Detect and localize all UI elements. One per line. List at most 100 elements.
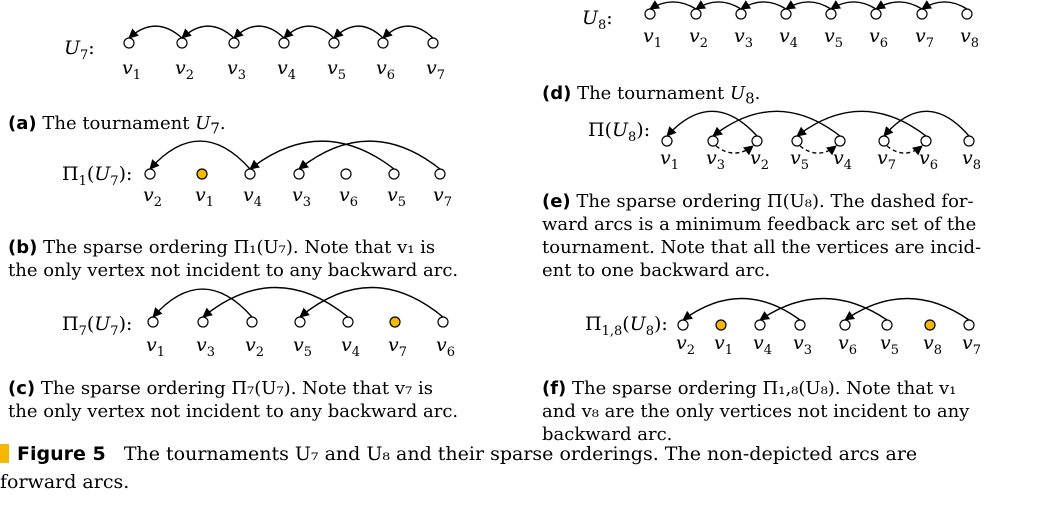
vertex-c-v7: [389, 316, 401, 328]
vertex-label-f-6: v8: [923, 332, 942, 358]
caption-d-sub: 8: [745, 89, 755, 108]
arc-e-2: [796, 110, 927, 137]
vertex-label-d-0: v1: [643, 25, 662, 51]
caption-a-math: U: [195, 113, 211, 134]
vertex-c-v5: [294, 316, 306, 328]
figure-caption: Figure 5 The tournaments U₇ and U₈ and t…: [0, 440, 1052, 496]
vertex-e-v1: [661, 135, 673, 147]
vertex-label-f-4: v6: [838, 332, 857, 358]
vertex-label-a-0: v1: [122, 57, 141, 83]
vertex-b-v3: [293, 168, 305, 180]
vertex-label-d-2: v3: [734, 25, 753, 51]
caption-d-math: U: [729, 83, 746, 104]
arc-a-2: [233, 25, 285, 39]
arc-c-2: [299, 286, 444, 318]
caption-e-line-2: ward arcs is a minimum feedback arc set …: [542, 214, 977, 235]
vertex-d-v2: [690, 8, 702, 20]
vertex-e-v8: [963, 135, 975, 147]
vertex-a-v7: [427, 37, 439, 49]
caption-b-tag: (b): [8, 237, 38, 258]
caption-d-tag: (d): [542, 83, 572, 104]
vertex-label-f-2: v4: [753, 332, 772, 358]
vertex-label-c-1: v3: [196, 334, 215, 360]
vertex-label-d-1: v2: [689, 25, 708, 51]
graph-f-label: Π1,8(U8):: [585, 313, 668, 339]
vertex-f-v8: [924, 319, 936, 331]
vertex-label-f-0: v2: [676, 332, 695, 358]
arc-b-2: [298, 140, 441, 170]
caption-f: (f) The sparse ordering Π₁,₈(U₈). Note t…: [542, 377, 1052, 446]
caption-f-line-1: The sparse ordering Π₁,₈(U₈). Note that …: [572, 378, 957, 399]
caption-e-line-3: tournament. Note that all the vertices a…: [542, 237, 982, 258]
vertex-d-v5: [825, 8, 837, 20]
vertex-b-v5: [388, 168, 400, 180]
vertex-label-e-1: v3: [706, 147, 725, 173]
arc-a-4: [333, 25, 384, 39]
vertex-e-v5: [791, 135, 803, 147]
vertex-b-v4: [244, 168, 256, 180]
figure-caption-line-2: forward arcs.: [0, 471, 130, 493]
caption-c: (c) The sparse ordering Π₇(U₇). Note tha…: [8, 377, 528, 423]
vertex-label-e-2: v2: [750, 147, 769, 173]
caption-c-tag: (c): [8, 378, 36, 399]
vertex-label-f-7: v7: [962, 332, 981, 358]
vertex-f-v6: [839, 319, 851, 331]
arc-c-1: [202, 286, 349, 318]
vertex-c-v1: [147, 316, 159, 328]
caption-d: (d) The tournament U8.: [542, 82, 1042, 111]
vertex-label-a-2: v3: [227, 57, 246, 83]
vertex-label-b-2: v4: [243, 184, 262, 210]
caption-a-end: .: [219, 113, 226, 134]
arc-e-5: [799, 145, 837, 156]
vertex-label-f-1: v1: [714, 332, 733, 358]
vertex-label-c-0: v1: [146, 334, 165, 360]
vertex-label-b-1: v1: [195, 184, 214, 210]
vertex-d-v1: [644, 8, 656, 20]
caption-e-tag: (e): [542, 191, 571, 212]
graph-c-label: Π7(U7):: [62, 313, 132, 339]
arc-c-0: [152, 288, 253, 318]
vertex-label-b-0: v2: [143, 184, 162, 210]
caption-d-text: The tournament: [577, 83, 725, 104]
vertex-label-e-4: v4: [833, 147, 852, 173]
vertex-e-v4: [834, 135, 846, 147]
vertex-c-v3: [197, 316, 209, 328]
vertex-f-v1: [715, 319, 727, 331]
arc-e-3: [883, 110, 970, 137]
vertex-e-v2: [751, 135, 763, 147]
vertex-e-v6: [920, 135, 932, 147]
caption-b: (b) The sparse ordering Π₁(U₇). Note tha…: [8, 236, 528, 282]
vertex-f-v2: [677, 319, 689, 331]
arc-f-2: [844, 297, 970, 321]
vertex-label-c-5: v7: [388, 334, 407, 360]
vertex-d-v7: [916, 8, 928, 20]
vertex-label-e-7: v8: [962, 147, 981, 173]
vertex-c-v2: [246, 316, 258, 328]
vertex-a-v3: [228, 37, 240, 49]
vertex-label-b-3: v3: [292, 184, 311, 210]
graph-b-label: Π1(U7):: [62, 163, 132, 189]
arc-e-0: [666, 110, 758, 137]
vertex-label-c-6: v6: [436, 334, 455, 360]
vertex-d-v4: [780, 8, 792, 20]
graph-a-label: U7:: [64, 37, 95, 63]
vertex-label-f-3: v3: [793, 332, 812, 358]
vertex-d-v6: [870, 8, 882, 20]
vertex-f-v7: [963, 319, 975, 331]
vertex-label-a-1: v2: [175, 57, 194, 83]
vertex-label-e-5: v7: [877, 147, 896, 173]
vertex-f-v4: [754, 319, 766, 331]
caption-f-tag: (f): [542, 378, 567, 399]
caption-b-line-2: the only vertex not incident to any back…: [8, 260, 459, 281]
graph-d-label: U8:: [582, 7, 613, 33]
arc-d-0: [649, 0, 697, 10]
arc-f-1: [759, 297, 888, 321]
vertex-label-b-4: v6: [339, 184, 358, 210]
vertex-f-v3: [794, 319, 806, 331]
caption-f-line-2: and v₈ are the only vertices not inciden…: [542, 401, 970, 422]
vertex-label-d-5: v6: [869, 25, 888, 51]
